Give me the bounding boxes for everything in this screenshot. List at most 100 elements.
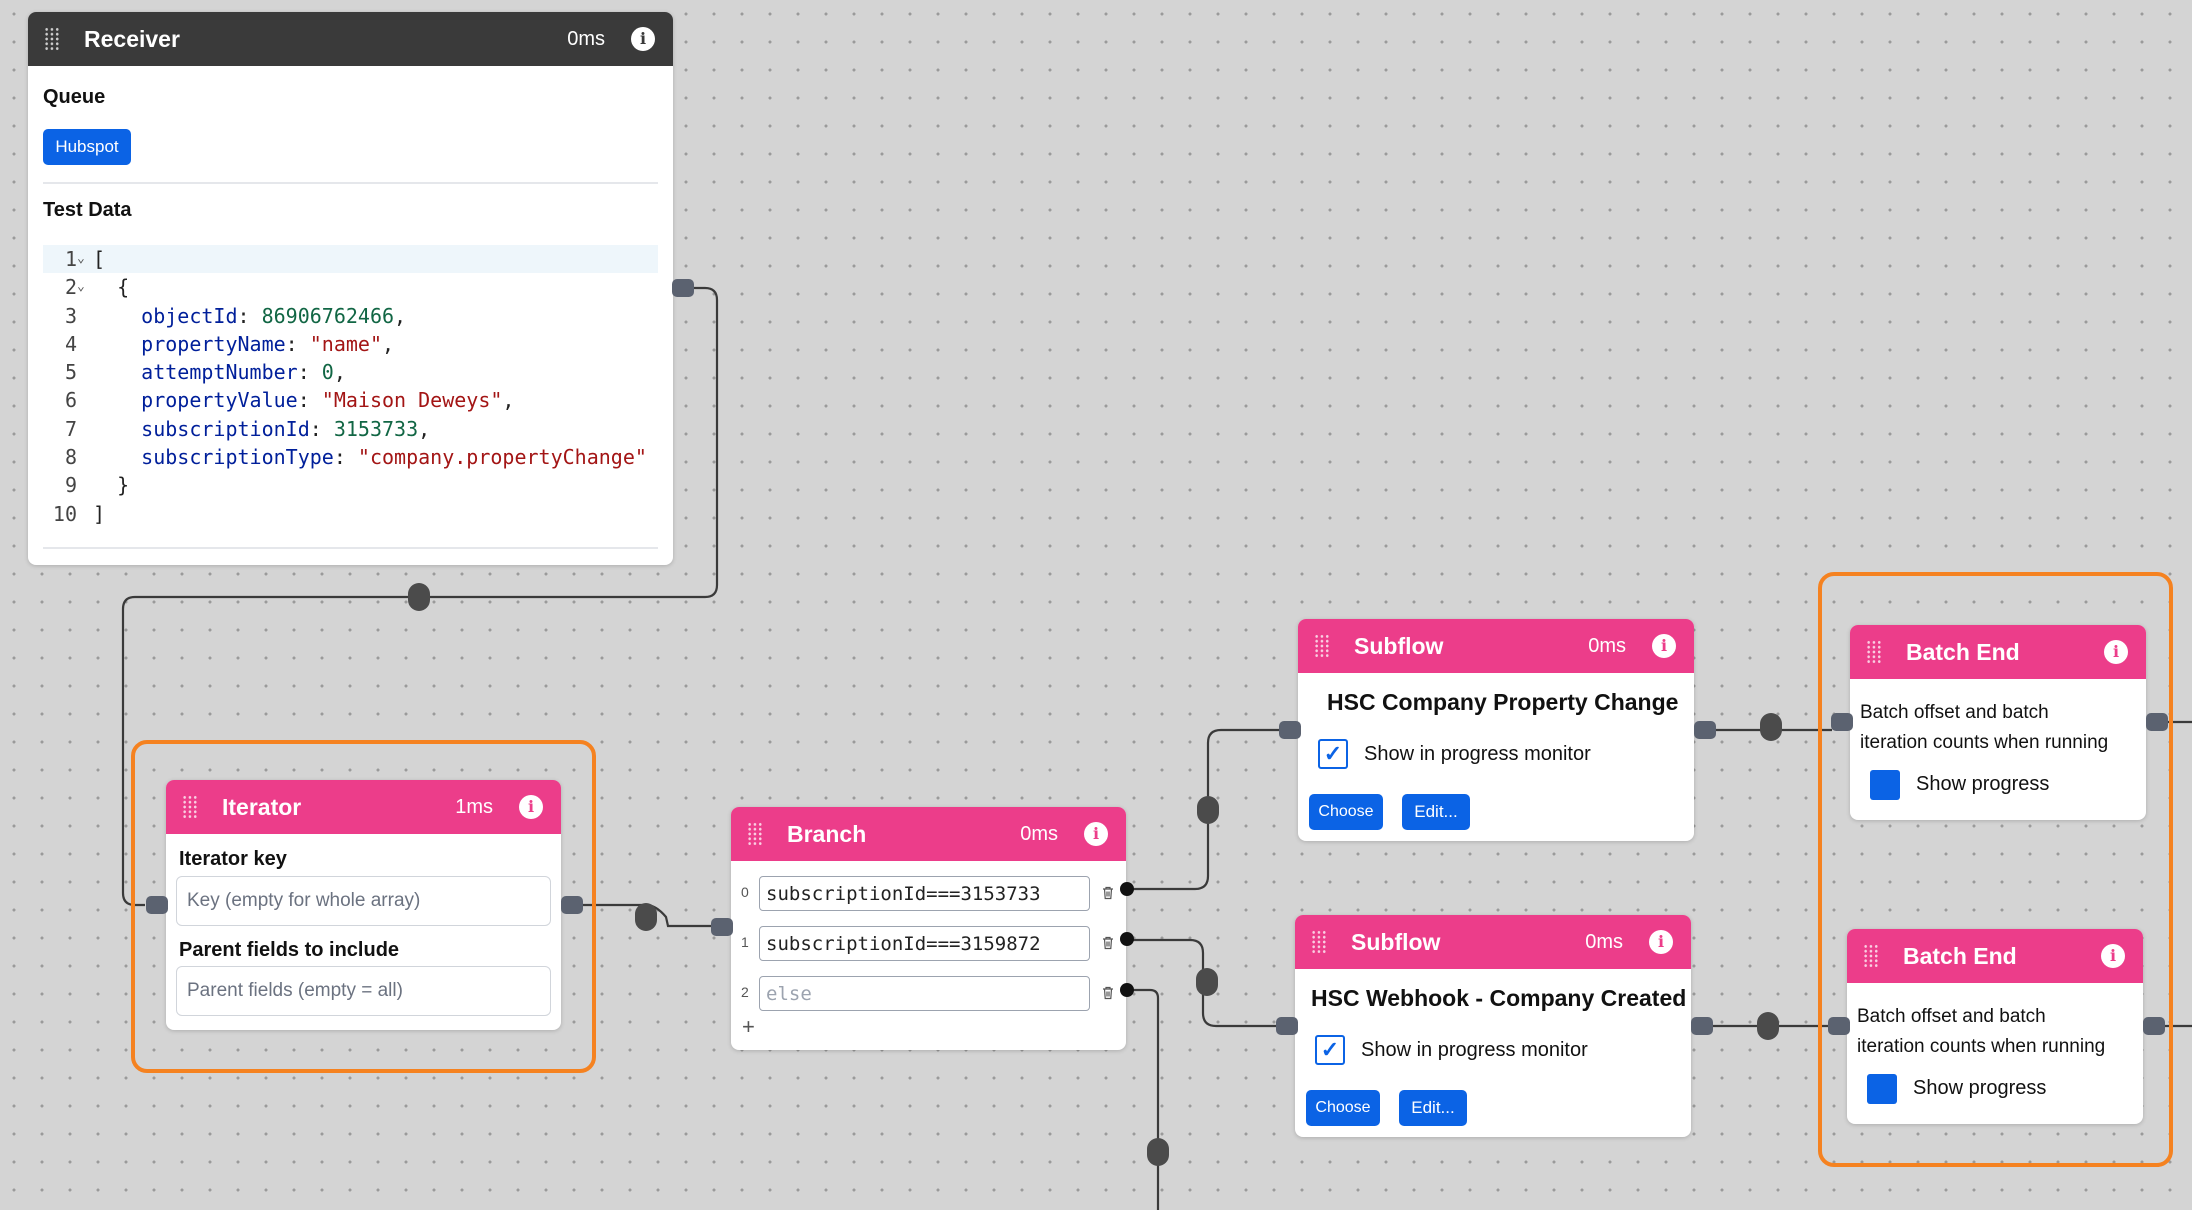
input-handle[interactable] [1831, 713, 1853, 731]
show-progress-checkbox[interactable]: ✓ [1318, 739, 1348, 769]
receiver-header[interactable]: Receiver 0ms i [28, 12, 673, 66]
batch-end-node[interactable]: Batch End i Batch offset and batch itera… [1847, 929, 2143, 1124]
input-handle[interactable] [1828, 1017, 1850, 1035]
edit-button[interactable]: Edit... [1402, 794, 1470, 830]
branch-condition-input[interactable]: subscriptionId===3159872 [759, 926, 1090, 961]
info-icon[interactable]: i [2101, 944, 2125, 968]
input-handle[interactable] [1276, 1017, 1298, 1035]
branch-output-handle[interactable] [1120, 882, 1134, 896]
subflow-header[interactable]: Subflow 0ms i [1295, 915, 1691, 969]
code-line[interactable]: 10] [43, 500, 658, 528]
selection-highlight [131, 740, 596, 1073]
subflow-node[interactable]: Subflow 0ms i HSC Webhook - Company Crea… [1295, 915, 1691, 1137]
output-handle[interactable] [2146, 713, 2168, 731]
branch-header[interactable]: Branch 0ms i [731, 807, 1126, 861]
fold-chevron-icon[interactable] [77, 358, 93, 386]
checkbox-label: Show progress [1913, 1077, 2047, 1099]
info-icon[interactable]: i [1649, 930, 1673, 954]
subflow-header[interactable]: Subflow 0ms i [1298, 619, 1694, 673]
choose-button[interactable]: Choose [1309, 794, 1383, 830]
batch-end-node[interactable]: Batch End i Batch offset and batch itera… [1850, 625, 2146, 820]
fold-chevron-icon[interactable] [77, 415, 93, 443]
batch-end-header[interactable]: Batch End i [1847, 929, 2143, 983]
input-handle[interactable] [146, 896, 168, 914]
node-time: 1ms [455, 795, 493, 818]
code-line[interactable]: 2⌄ { [43, 273, 658, 301]
parent-fields-input[interactable]: Parent fields (empty = all) [176, 966, 551, 1016]
branch-output-handle[interactable] [1120, 983, 1134, 997]
branch-output-handle[interactable] [1120, 932, 1134, 946]
edit-button[interactable]: Edit... [1399, 1090, 1467, 1126]
drag-handle-icon[interactable] [44, 27, 60, 51]
code-line[interactable]: 3 objectId: 86906762466, [43, 302, 658, 330]
show-progress-checkbox[interactable] [1867, 1074, 1897, 1104]
output-handle[interactable] [1691, 1017, 1713, 1035]
branch-else-input[interactable]: else [759, 976, 1090, 1011]
code-token: 86906762466 [261, 303, 395, 328]
trash-icon[interactable] [1102, 986, 1114, 1000]
info-icon[interactable]: i [631, 27, 655, 51]
input-handle[interactable] [711, 918, 733, 936]
receiver-node[interactable]: Receiver 0ms i Queue Hubspot Test Data 1… [28, 12, 673, 565]
fold-chevron-icon[interactable] [77, 443, 93, 471]
info-icon[interactable]: i [519, 795, 543, 819]
edge-knob[interactable] [1760, 713, 1782, 741]
output-handle[interactable] [2143, 1017, 2165, 1035]
output-handle[interactable] [672, 279, 694, 297]
drag-handle-icon[interactable] [747, 822, 763, 846]
trash-icon[interactable] [1102, 886, 1114, 900]
fold-chevron-icon[interactable] [77, 500, 93, 528]
edge-knob[interactable] [1147, 1138, 1169, 1166]
choose-button[interactable]: Choose [1306, 1090, 1380, 1126]
info-icon[interactable]: i [1652, 634, 1676, 658]
code-line[interactable]: 5 attemptNumber: 0, [43, 358, 658, 386]
output-handle[interactable] [561, 896, 583, 914]
line-number: 10 [52, 501, 77, 526]
edge-knob[interactable] [635, 903, 657, 931]
fold-chevron-icon[interactable] [77, 471, 93, 499]
iterator-header[interactable]: Iterator 1ms i [166, 780, 561, 834]
test-data-editor[interactable]: 1⌄[2⌄ {3 objectId: 86906762466,4 propert… [43, 245, 658, 528]
drag-handle-icon[interactable] [1311, 930, 1327, 954]
info-icon[interactable]: i [1084, 822, 1108, 846]
edge-knob[interactable] [1757, 1012, 1779, 1040]
branch-node[interactable]: Branch 0ms i 0 subscriptionId===3153733 … [731, 807, 1126, 1050]
code-line[interactable]: 8 subscriptionType: "company.propertyCha… [43, 443, 658, 471]
fold-chevron-icon[interactable]: ⌄ [77, 279, 85, 295]
show-progress-checkbox[interactable]: ✓ [1315, 1035, 1345, 1065]
fold-chevron-icon[interactable] [77, 330, 93, 358]
drag-handle-icon[interactable] [1863, 944, 1879, 968]
edge-knob[interactable] [1196, 968, 1218, 996]
iterator-node[interactable]: Iterator 1ms i Iterator key Key (empty f… [166, 780, 561, 1030]
fold-chevron-icon[interactable] [77, 386, 93, 414]
node-title: Subflow [1354, 632, 1444, 659]
code-line[interactable]: 9 } [43, 471, 658, 499]
queue-button[interactable]: Hubspot [43, 129, 131, 165]
batch-description: Batch offset and batch [1860, 702, 2049, 723]
drag-handle-icon[interactable] [1866, 640, 1882, 664]
batch-end-header[interactable]: Batch End i [1850, 625, 2146, 679]
code-token: , [394, 303, 407, 328]
code-line[interactable]: 7 subscriptionId: 3153733, [43, 415, 658, 443]
trash-icon[interactable] [1102, 936, 1114, 950]
line-number: 9 [64, 473, 77, 498]
input-handle[interactable] [1279, 721, 1301, 739]
code-token: 0 [321, 360, 334, 385]
divider [43, 547, 658, 549]
edge-knob[interactable] [408, 583, 430, 611]
branch-condition-input[interactable]: subscriptionId===3153733 [759, 876, 1090, 911]
iterator-key-input[interactable]: Key (empty for whole array) [176, 876, 551, 926]
code-line[interactable]: 6 propertyValue: "Maison Deweys", [43, 386, 658, 414]
output-handle[interactable] [1694, 721, 1716, 739]
fold-chevron-icon[interactable] [77, 302, 93, 330]
fold-chevron-icon[interactable]: ⌄ [77, 251, 85, 266]
code-line[interactable]: 4 propertyName: "name", [43, 330, 658, 358]
edge-knob[interactable] [1197, 796, 1219, 824]
add-branch-button[interactable]: + [742, 1014, 755, 1039]
subflow-node[interactable]: Subflow 0ms i HSC Company Property Chang… [1298, 619, 1694, 841]
info-icon[interactable]: i [2104, 640, 2128, 664]
drag-handle-icon[interactable] [1314, 634, 1330, 658]
drag-handle-icon[interactable] [182, 795, 198, 819]
code-line[interactable]: 1⌄[ [43, 245, 658, 274]
show-progress-checkbox[interactable] [1870, 770, 1900, 800]
